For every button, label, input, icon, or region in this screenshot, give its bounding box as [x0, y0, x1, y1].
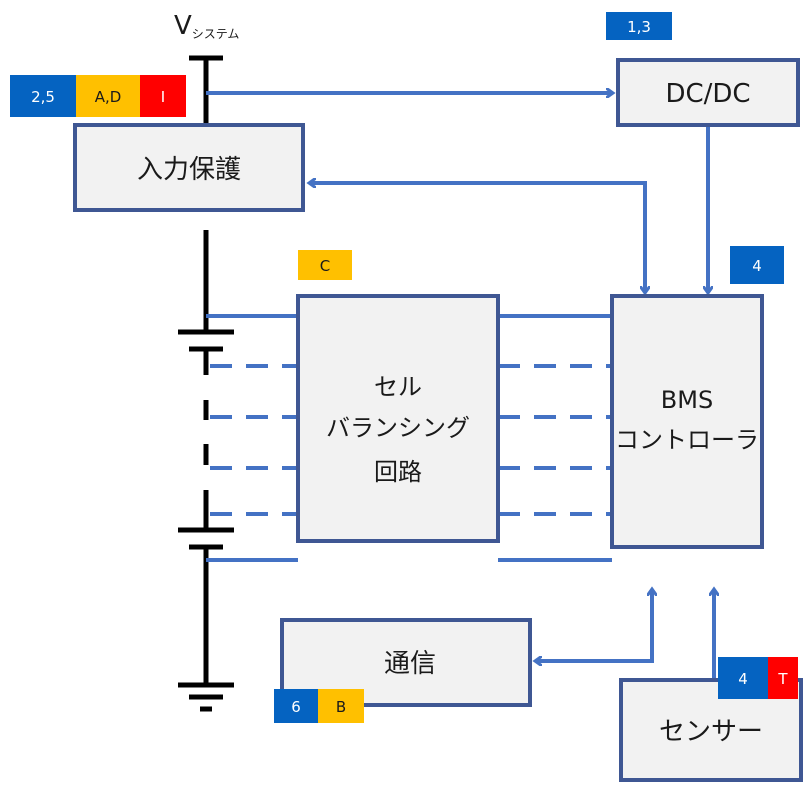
input-protection-label: 入力保護	[137, 155, 241, 185]
tag-sensor-2-bg	[768, 657, 798, 699]
bms-label-2: コントローラ	[615, 426, 759, 454]
battery-stack	[178, 55, 234, 712]
cell-balancing-label-3: 回路	[374, 458, 422, 486]
tag-dcdc: 1,3	[606, 12, 672, 40]
tag-ground-2-bg	[318, 689, 364, 723]
tag-input-2-bg	[76, 75, 140, 117]
tag-ground-2-text: B	[336, 698, 346, 716]
tag-sensor-1-text: 4	[738, 670, 748, 688]
tag-ground-1-text: 6	[291, 698, 301, 716]
dcdc-box	[616, 58, 800, 127]
tag-balancing-1-bg	[298, 250, 352, 280]
cell-balancing-block: セル バランシング 回路	[296, 294, 500, 543]
tag-balancing-1-text: C	[320, 257, 330, 275]
bms-to-comm-arrow	[536, 595, 654, 661]
cell-balancing-box	[296, 294, 500, 543]
supply-main: V	[174, 11, 192, 41]
cell-balancing-label-2: バランシング	[326, 414, 470, 442]
tag-input: 2,5 A,D I	[10, 75, 186, 117]
tag-input-1-bg	[10, 75, 76, 117]
bms-to-protection-arrow	[310, 183, 647, 292]
input-protection-block: 入力保護	[73, 123, 305, 212]
bms-label-1: BMS	[661, 386, 713, 414]
tag-ground-1-bg	[274, 689, 318, 723]
tag-input-3-bg	[140, 75, 186, 117]
dcdc-label: DC/DC	[665, 79, 750, 109]
bms-controller-block: BMS コントローラ	[610, 294, 764, 549]
tag-bms-1-text: 4	[752, 257, 762, 275]
cell-taps	[210, 364, 612, 516]
tag-bms: 4	[730, 246, 784, 284]
tag-ground: 6 B	[274, 689, 364, 723]
tag-dcdc-1-text: 1,3	[627, 18, 651, 36]
tag-sensor-2-text: T	[777, 670, 788, 688]
connections	[206, 93, 714, 680]
tag-bms-1-bg	[730, 246, 784, 284]
tag-sensor: 4 T	[718, 657, 798, 699]
sensor-label: センサー	[659, 717, 763, 747]
tag-input-3-text: I	[161, 88, 165, 106]
tag-dcdc-1-bg	[606, 12, 672, 40]
supply-subscript: システム	[192, 27, 240, 41]
bms-controller-box	[610, 294, 764, 549]
supply-label: Vシステム	[174, 11, 239, 41]
sensor-box	[619, 678, 803, 782]
tag-sensor-1-bg	[718, 657, 768, 699]
cell-balancing-label-1: セル	[374, 373, 422, 401]
dcdc-block: DC/DC	[616, 58, 800, 127]
tag-input-2-text: A,D	[95, 88, 122, 106]
sensor-block: センサー	[619, 678, 803, 782]
comm-label: 通信	[384, 649, 436, 679]
tag-input-1-text: 2,5	[31, 88, 55, 106]
input-protection-box	[73, 123, 305, 212]
tag-balancing: C	[298, 250, 352, 280]
